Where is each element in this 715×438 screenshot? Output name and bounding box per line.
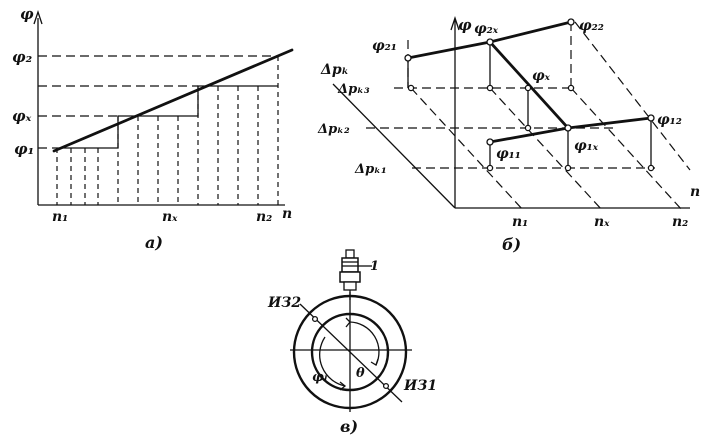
sensor-assembly [339,249,372,300]
panel-a-caption: а) [145,233,163,252]
panel-b-x-axis-label: n [690,184,700,200]
inner-ring [310,312,390,392]
panel-a-characteristic-line [52,48,294,153]
panel-a-label-nx: nₓ [162,209,178,225]
theta-arc-arrow [370,358,379,366]
panel-b-label-phi2x: φ₂ₓ [474,21,499,37]
panel-b-label-nx: nₓ [594,214,610,230]
panel-b-label-phi1x: φ₁ₓ [574,138,599,154]
panel-a-label-n: n [282,206,292,222]
panel-b-label-dpk3: Δpₖ₃ [337,82,370,97]
panel-b-label-n2: n₂ [672,214,688,230]
theta-arc [349,321,380,366]
panel-b-label-dpk1: Δpₖ₁ [354,162,387,177]
panel-b-phi-arrow [450,15,460,31]
panel-b-dpk-axis [332,83,456,209]
panel-b-label-n1: n₁ [512,214,528,230]
sensor-1-label: ИЗ1 [403,378,437,394]
panel-a-y-axis-label: φ [20,5,34,23]
panel-b-y-axis-label: φ [458,16,472,34]
panel-b-caption: б) [502,235,521,254]
panel-c: 1 ИЗ2 ИЗ1 φₗ θ в) [267,249,437,436]
panel-a-label-phix: φₓ [12,107,32,125]
phi-angle-label: φₗ [312,370,328,385]
panel-c-caption: в) [340,417,358,436]
panel-b-label-phi22: φ₂₂ [579,18,604,34]
panel-a-label-phi2: φ₂ [12,48,33,66]
panel-a-staircase [57,85,278,149]
panel-b-label-phi11: φ₁₁ [496,146,521,162]
panel-b-depth-axis-label: Δpₖ [320,62,349,78]
outer-ring [292,294,408,410]
phi-arc-arrow [339,381,347,391]
sensor-2-label: ИЗ2 [267,295,301,311]
panel-b-label-phix: φₓ [532,68,551,84]
panel-a-label-n1: n₁ [52,209,68,225]
sensor-1-point [382,382,390,390]
panel-a-label-phi1: φ₁ [14,140,34,158]
theta-angle-label: θ [356,366,365,381]
panel-b-label-phi12: φ₁₂ [657,112,682,128]
panel-b-label-phi21: φ₂₁ [372,38,397,54]
part-1-label: 1 [370,259,379,274]
top-arc-arrow [345,317,351,328]
panel-a-phi-arrow [33,9,43,25]
panel-b: φ Δpₖ n φ₂₁ φ₂ₓ φ₂₂ φₓ φ₁₁ φ₁ₓ φ₁₂ Δpₖ₃ … [317,15,700,254]
panel-a-label-n2: n₂ [256,209,272,225]
panel-a: φ₂ φₓ φ₁ φ n₁ nₓ n₂ n а) [12,5,294,252]
sensor-2-point [311,315,319,323]
panel-b-nodes [404,18,655,172]
panel-b-label-dpk2: Δpₖ₂ [317,122,350,137]
panel-b-upper-dash [574,21,691,171]
phi-arc [319,336,346,387]
panel-a-vertical-gridlines [56,56,279,205]
